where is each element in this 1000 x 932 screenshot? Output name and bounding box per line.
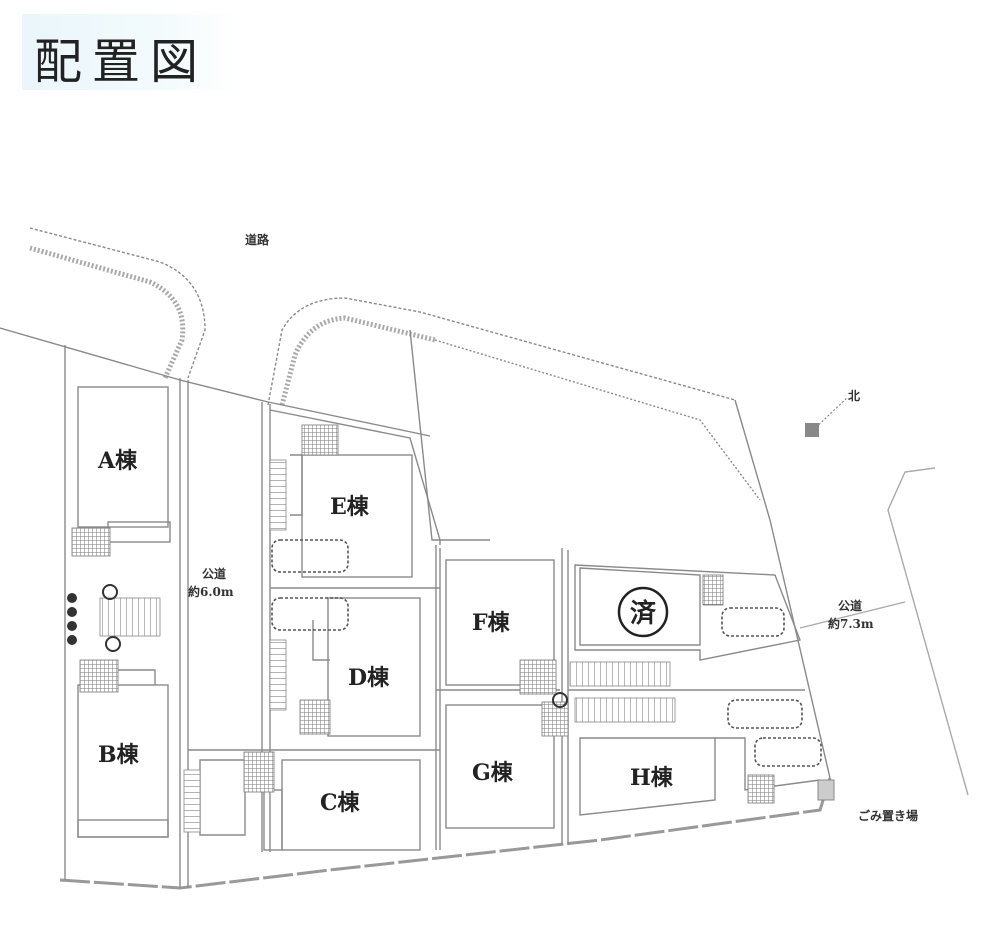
tile-pad-G xyxy=(541,701,569,737)
tile-pad-F xyxy=(519,659,557,695)
public-road-west-name: 公道 xyxy=(202,566,226,581)
building-H-label: H棟 xyxy=(630,765,674,791)
public-road-west-width: 約6.0m xyxy=(188,584,234,599)
tile-pad-E xyxy=(301,424,339,456)
tile-pad-A xyxy=(71,527,111,557)
building-C-label: C棟 xyxy=(320,790,361,816)
balcony-B xyxy=(77,819,169,838)
road-boundary xyxy=(0,327,431,437)
building-F-label: F棟 xyxy=(472,610,511,636)
porch-C xyxy=(263,789,283,851)
garbage-label: ごみ置き場 xyxy=(858,808,918,823)
building-G-outline xyxy=(445,704,555,829)
parking-cars xyxy=(271,539,822,767)
tile-pad-H xyxy=(747,774,775,804)
building-E-outline xyxy=(301,454,413,578)
stair-landing-C xyxy=(199,759,246,836)
tile-pad-sold xyxy=(702,574,724,606)
east-road-edge xyxy=(887,467,969,796)
building-sold-lot xyxy=(574,564,801,661)
car-sold xyxy=(721,607,785,637)
sold-stamp: 済 xyxy=(617,586,669,638)
car-D xyxy=(271,597,349,631)
building-D-label: D棟 xyxy=(348,665,390,691)
stairs xyxy=(99,459,676,833)
north-label: 北 xyxy=(848,388,860,403)
north-arrow-base-icon xyxy=(805,423,819,437)
car-H2 xyxy=(754,737,822,767)
north-arrow: 北 xyxy=(805,388,860,437)
tile-pad-B xyxy=(79,659,119,693)
south-boundary xyxy=(59,777,832,890)
utility-meters xyxy=(67,593,77,645)
lot-E-boundary xyxy=(269,409,441,545)
car-E xyxy=(271,539,349,573)
tile-pads xyxy=(71,424,775,804)
tile-pad-C xyxy=(243,751,275,793)
stairs-E xyxy=(269,459,287,531)
building-D-outline xyxy=(327,597,421,737)
building-sold-outline xyxy=(579,567,701,646)
building-E-label: E棟 xyxy=(330,494,370,520)
car-H1 xyxy=(727,699,803,729)
garbage-area-box xyxy=(817,779,835,801)
building-B-label: B棟 xyxy=(98,742,140,768)
public-road-east-name: 公道 xyxy=(838,598,862,613)
building-A-label: A棟 xyxy=(97,448,138,474)
tile-pad-D xyxy=(299,699,331,735)
building-H-outline xyxy=(579,737,716,816)
title-banner: 配置図 xyxy=(22,14,237,90)
stairs-C xyxy=(183,769,201,833)
building-F-outline xyxy=(445,559,555,686)
sold-stamp-text: 済 xyxy=(630,598,657,629)
lot-E-side xyxy=(409,329,490,541)
door-swings xyxy=(102,584,568,708)
curb-right xyxy=(267,297,761,501)
stairs-AB xyxy=(99,597,161,637)
building-A-outline xyxy=(77,386,169,528)
east-road-width-line xyxy=(799,601,906,629)
stairs-sold xyxy=(569,661,671,687)
lot-H-east xyxy=(715,737,821,791)
curb-left xyxy=(29,227,206,380)
page-title: 配置図 xyxy=(34,34,209,90)
building-G-label: G棟 xyxy=(472,760,514,786)
stairs-D xyxy=(269,639,287,711)
public-road-east-width: 約7.3m xyxy=(828,616,874,631)
road-label: 道路 xyxy=(245,232,270,247)
east-boundary xyxy=(734,399,831,779)
porch-E xyxy=(290,454,303,516)
stairs-H xyxy=(574,697,676,723)
porch-D xyxy=(312,620,330,661)
porch-A xyxy=(107,521,171,543)
